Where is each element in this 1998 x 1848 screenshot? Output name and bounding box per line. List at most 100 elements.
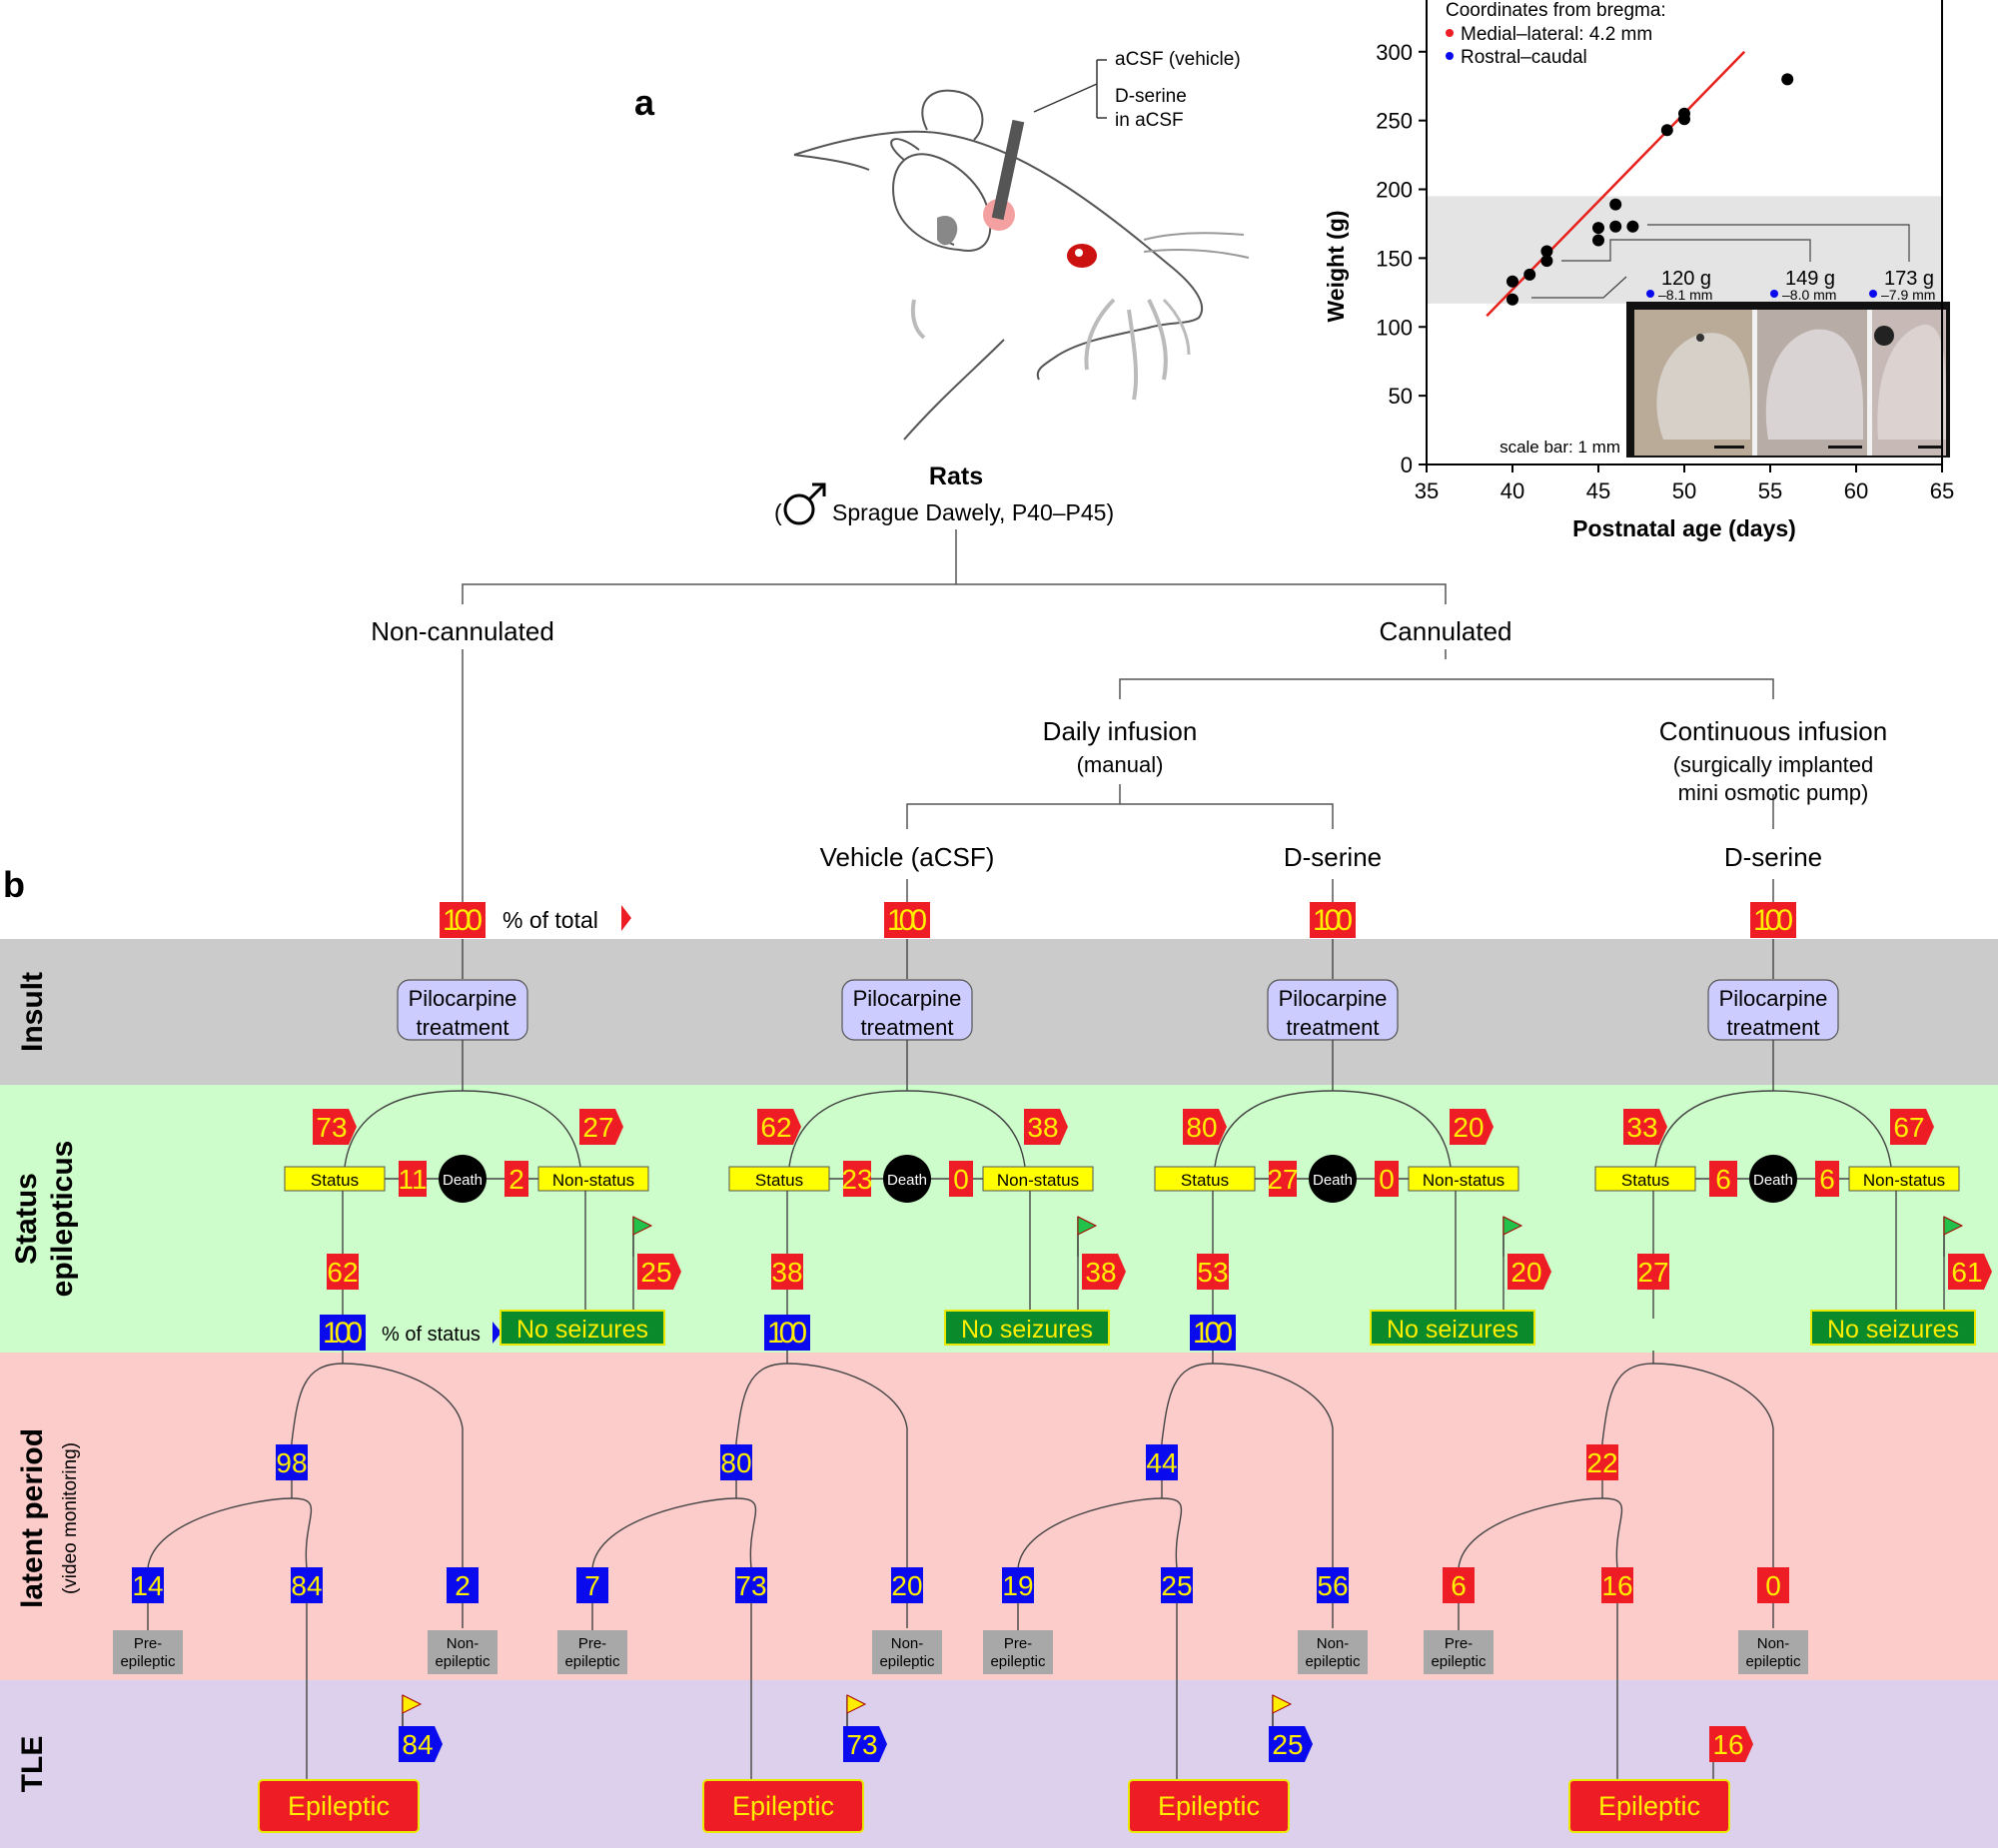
subject-detail: Sprague Dawely, P40–P45) <box>832 499 1114 525</box>
x-tick-label: 55 <box>1758 478 1782 503</box>
no-seizures-label: No seizures <box>1827 1316 1959 1344</box>
non-status-box <box>1408 1166 1519 1192</box>
pct-total: 100 <box>443 904 483 937</box>
pct-tle-tag <box>843 1726 887 1762</box>
pct-status-alive: 53 <box>1197 1257 1228 1288</box>
pct-status: 33 <box>1626 1112 1657 1143</box>
death-label: Death <box>1313 1172 1353 1189</box>
pct-non-epileptic: 20 <box>891 1570 922 1601</box>
pct-tle-tag <box>1709 1726 1753 1762</box>
flag-icon <box>1077 1216 1098 1236</box>
status-label: Status <box>1181 1171 1229 1190</box>
epileptic-box <box>258 1779 420 1833</box>
data-point <box>1592 222 1604 235</box>
flag-icon <box>402 1694 423 1714</box>
pct-total-label: % of total <box>502 907 598 933</box>
data-point <box>1609 198 1622 211</box>
pct-no-seizures-tag <box>1507 1254 1551 1290</box>
death-node <box>439 1155 487 1203</box>
non-epileptic-label-2: epileptic <box>435 1653 491 1670</box>
epileptic-box <box>1568 1779 1730 1833</box>
pct-non-status: 20 <box>1453 1112 1484 1143</box>
pct-status-tag <box>757 1109 801 1145</box>
status-label: Status <box>311 1171 359 1190</box>
pct-death-status-box <box>1709 1161 1737 1197</box>
label-non-cannulated: Non-cannulated <box>371 616 554 646</box>
pct-total-arrow-icon <box>621 905 631 931</box>
non-status-label: Non-status <box>1863 1171 1945 1190</box>
pct-tle: 84 <box>402 1729 433 1760</box>
pct-no-seizures: 20 <box>1510 1257 1541 1288</box>
pct-non-status: 38 <box>1027 1112 1058 1143</box>
data-point <box>1506 275 1518 288</box>
label-continuous-infusion: Continuous infusion <box>1659 716 1887 746</box>
pct-tle: 16 <box>1712 1729 1743 1760</box>
pct-death-non-status: 2 <box>508 1164 524 1195</box>
band-label-status: Status <box>10 1173 43 1265</box>
y-tick-label: 0 <box>1401 453 1413 477</box>
epileptic-label: Epileptic <box>732 1791 834 1821</box>
non-status-label: Non-status <box>997 1171 1079 1190</box>
pre-epileptic-label-2: epileptic <box>120 1653 176 1670</box>
pct-total: 100 <box>1313 904 1353 937</box>
pct-status: 62 <box>760 1112 791 1143</box>
pct-total: 100 <box>887 904 927 937</box>
epileptic-box <box>702 1779 864 1833</box>
pct-latent-box <box>1146 1444 1178 1480</box>
death-label: Death <box>887 1172 927 1189</box>
no-seizures-label: No seizures <box>1387 1316 1518 1344</box>
data-point <box>1506 293 1518 306</box>
pct-death-non-status-box <box>949 1161 973 1197</box>
data-point <box>1540 255 1553 268</box>
pct-total-box <box>1310 902 1356 938</box>
pct-status: 73 <box>316 1112 347 1143</box>
x-tick-label: 35 <box>1415 478 1439 503</box>
pct-status: 80 <box>1186 1112 1217 1143</box>
pre-epileptic-label-1: Pre- <box>1004 1635 1032 1652</box>
callout-weight: 149 g <box>1785 268 1835 290</box>
pct-no-seizures: 61 <box>1951 1257 1982 1288</box>
cannula-label-dserine-2: in aCSF <box>1115 110 1184 131</box>
x-tick-label: 60 <box>1844 478 1868 503</box>
pct-pre-epileptic: 14 <box>132 1570 163 1601</box>
connector-line <box>291 1363 464 1628</box>
pct-epileptic-box <box>735 1567 767 1603</box>
data-point <box>1540 245 1553 258</box>
pct-tle: 73 <box>846 1729 877 1760</box>
band-label-tle: TLE <box>16 1736 49 1793</box>
band-label-video: (video monitoring) <box>60 1442 81 1594</box>
status-box <box>1154 1166 1256 1192</box>
no-seizures-box <box>944 1310 1110 1346</box>
pct-status-tag <box>1183 1109 1227 1145</box>
connector-line <box>1017 1497 1183 1569</box>
non-epileptic-label-2: epileptic <box>879 1653 935 1670</box>
non-epileptic-label-2: epileptic <box>1305 1653 1361 1670</box>
connector-line <box>1601 1363 1774 1628</box>
legend-dot-ml <box>1446 29 1454 37</box>
legend-title: Coordinates from bregma: <box>1446 0 1666 21</box>
pct-status-alive-box <box>1637 1254 1669 1290</box>
subject-title: Rats <box>929 462 983 490</box>
pct-status-alive-box <box>327 1254 359 1290</box>
non-epileptic-box <box>1738 1630 1808 1674</box>
pct-status-tag <box>313 1109 357 1145</box>
pct-non-epileptic-box <box>891 1567 923 1603</box>
cannula-leader <box>1033 59 1107 119</box>
pct-no-seizures: 38 <box>1085 1257 1116 1288</box>
label-continuous-sub-1: (surgically implanted <box>1673 752 1874 777</box>
pre-epileptic-label-2: epileptic <box>564 1653 620 1670</box>
pct-death-status-box <box>1269 1161 1297 1197</box>
callout-coord: –7.9 mm <box>1881 287 1935 303</box>
rat-eye-highlight <box>1075 249 1083 257</box>
legend-dot-rc <box>1446 52 1454 60</box>
pct-pre-epileptic-box <box>576 1567 608 1603</box>
pre-epileptic-label-1: Pre- <box>578 1635 606 1652</box>
pct-epileptic: 84 <box>291 1570 322 1601</box>
non-status-label: Non-status <box>552 1171 634 1190</box>
pct-latent-box <box>276 1444 308 1480</box>
pct-status-alive: 62 <box>327 1257 358 1288</box>
pct-no-seizures-tag <box>1948 1254 1992 1290</box>
